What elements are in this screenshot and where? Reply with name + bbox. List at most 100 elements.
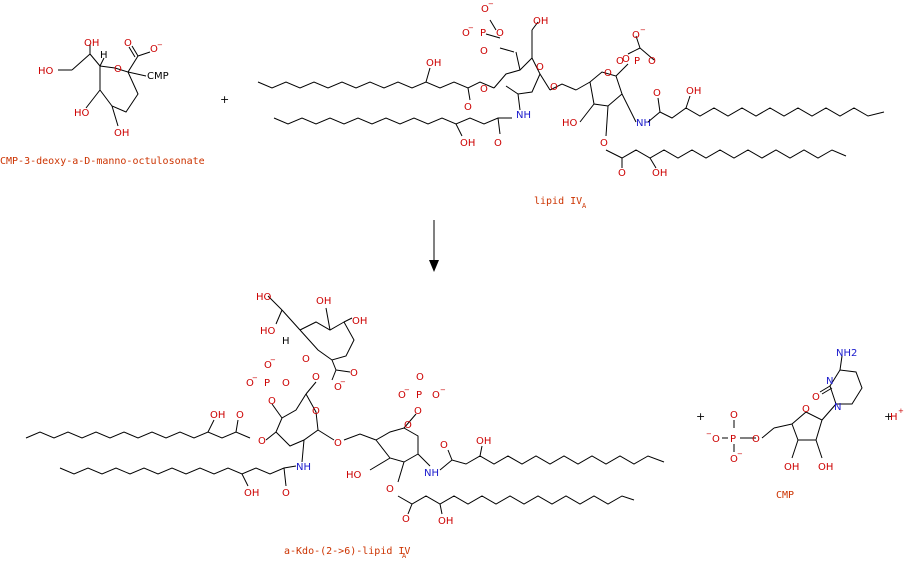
o-atom: O <box>440 440 448 451</box>
oh-atom: OH <box>476 436 491 447</box>
lipid-iva-structure: OH O O OH O − O − P O O O NH O O O <box>257 0 885 179</box>
plus-sign: + <box>696 410 705 423</box>
o-atom: O <box>712 434 720 445</box>
plus-sign: + <box>220 93 229 106</box>
product-1-name: a-Kdo-(2->6)-lipid IV <box>284 546 410 557</box>
reaction-arrow <box>429 220 439 272</box>
o-atom: O <box>600 138 608 149</box>
o-atom: O <box>632 30 640 41</box>
o-atom: O <box>622 54 630 65</box>
oh-atom: OH <box>316 296 331 307</box>
n-atom: N <box>834 402 841 413</box>
proton: H + <box>890 407 904 423</box>
o-atom: O <box>236 410 244 421</box>
nh-atom: NH <box>296 462 311 473</box>
reactant-1-name: CMP-3-deoxy-a-D-manno-octulosonate <box>0 156 205 167</box>
ho-atom: HO <box>562 118 578 129</box>
o-atom: O <box>416 372 424 383</box>
charge-minus: − <box>706 430 712 438</box>
nh-atom: NH <box>516 110 531 121</box>
product-2-name: CMP <box>776 490 794 501</box>
o-atom: O <box>462 28 470 39</box>
o-atom: O <box>730 410 738 421</box>
o-atom: O <box>653 88 661 99</box>
oh-atom: OH <box>210 410 225 421</box>
charge-minus: − <box>468 24 474 32</box>
o-atom: O <box>730 454 738 465</box>
p-atom: P <box>480 28 486 39</box>
charge-minus: − <box>270 356 276 364</box>
p-atom: P <box>634 56 640 67</box>
charge-minus: − <box>404 386 410 394</box>
oh-atom: OH <box>784 462 799 473</box>
oh-atom: OH <box>533 16 548 27</box>
oh-atom: HO <box>74 108 90 119</box>
p-atom: P <box>264 378 270 389</box>
charge-minus: − <box>440 386 446 394</box>
o-atom: O <box>812 392 820 403</box>
ring-o-atom: O <box>604 68 612 79</box>
oh-atom: OH <box>818 462 833 473</box>
ring-o-atom: O <box>312 406 320 417</box>
proton-charge: + <box>898 407 904 415</box>
n-atom: N <box>826 376 833 387</box>
proton-symbol: H <box>890 412 898 423</box>
charge-minus: − <box>737 450 743 458</box>
charge-minus: − <box>252 374 258 382</box>
o-atom: O <box>350 368 358 379</box>
charge-minus: − <box>488 0 494 8</box>
oh-atom: OH <box>352 316 367 327</box>
h-atom: H <box>282 336 290 347</box>
o-atom: O <box>246 378 254 389</box>
p-atom: P <box>416 390 422 401</box>
ho-atom: HO <box>260 326 276 337</box>
ring-o-atom: O <box>302 354 310 365</box>
o-atom: O <box>124 38 132 49</box>
ring-o-atom: O <box>404 420 412 431</box>
o-atom: O <box>334 438 342 449</box>
oh-atom: OH <box>460 138 475 149</box>
o-atom: O <box>464 102 472 113</box>
nh-atom: NH <box>636 118 651 129</box>
nh2-atom: NH2 <box>836 348 857 359</box>
h-atom: H <box>100 50 108 61</box>
o-atom: O <box>550 82 558 93</box>
reactant-2-subscript: A <box>582 202 587 210</box>
o-atom: O <box>618 168 626 179</box>
ring-o-atom: O <box>114 64 122 75</box>
o-atom: O <box>616 56 624 67</box>
cmp-kdo-structure: OH HO H O O O − CMP HO OH <box>38 38 169 139</box>
oh-atom: OH <box>686 86 701 97</box>
o-atom: O <box>264 360 272 371</box>
charge-minus: − <box>640 26 646 34</box>
o-atom: O <box>494 138 502 149</box>
o-atom: O <box>398 390 406 401</box>
ring-o-atom: O <box>536 62 544 73</box>
reactant-2-name: lipid IV <box>534 196 582 207</box>
charge-minus: − <box>340 378 346 386</box>
o-atom: O <box>648 56 656 67</box>
o-atom: O <box>481 4 489 15</box>
o-atom: O <box>752 434 760 445</box>
product-1-subscript: A <box>402 552 407 560</box>
plus-sign: + <box>884 410 893 423</box>
nh-atom: NH <box>424 468 439 479</box>
cmp-group-label: CMP <box>147 71 169 82</box>
o-atom: O <box>402 514 410 525</box>
o-atom: O <box>282 378 290 389</box>
o-atom: O <box>386 484 394 495</box>
o-atom: O <box>480 46 488 57</box>
o-atom: O <box>282 488 290 499</box>
ho-atom: HO <box>38 66 54 77</box>
o-atom: O <box>312 372 320 383</box>
o-atom: O <box>150 44 158 55</box>
charge-minus: − <box>157 41 163 49</box>
oh-atom: OH <box>244 488 259 499</box>
oh-atom: OH <box>652 168 667 179</box>
o-atom: O <box>268 396 276 407</box>
ho-atom: HO <box>256 292 272 303</box>
oh-atom: OH <box>114 128 129 139</box>
o-atom: O <box>496 28 504 39</box>
cmp-structure: O − P O O − O O OH OH NH2 N N O <box>706 348 863 473</box>
